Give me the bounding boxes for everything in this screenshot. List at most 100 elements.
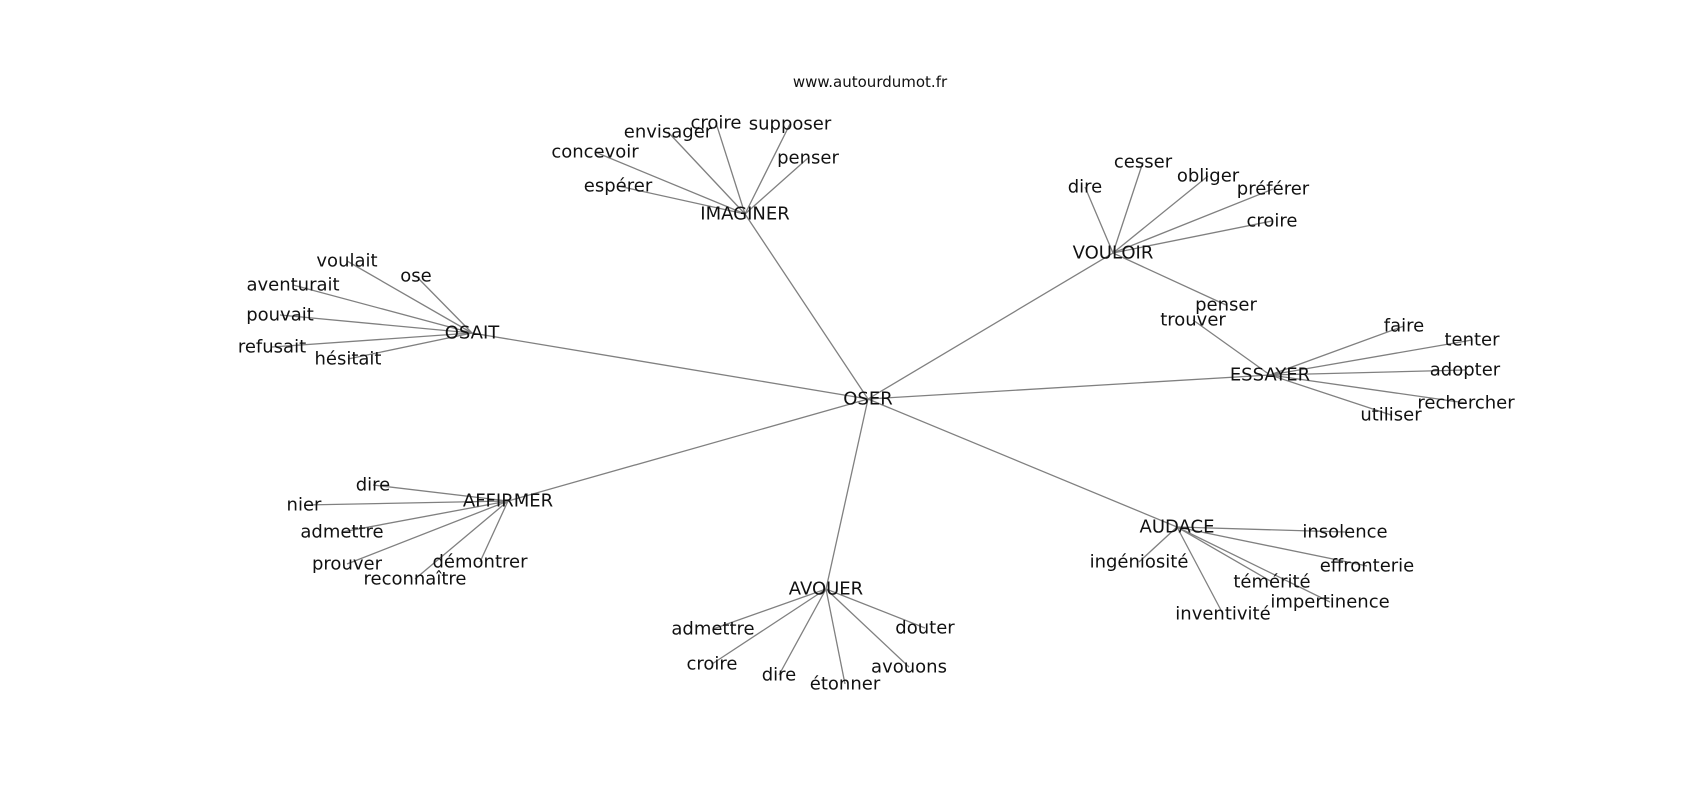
edge-osait-leaf <box>346 260 473 334</box>
leaf-word[interactable]: nier <box>287 495 322 516</box>
leaf-word[interactable]: supposer <box>749 114 832 135</box>
graph-edges <box>271 122 1473 685</box>
leaf-word[interactable]: témérité <box>1233 572 1310 593</box>
leaf-word[interactable]: démontrer <box>433 552 529 573</box>
edge-vouloir-leaf <box>1084 186 1114 254</box>
edge-imaginer-leaf <box>594 151 746 215</box>
edge-imaginer-leaf <box>715 122 746 215</box>
leaf-word[interactable]: ose <box>400 266 431 287</box>
leaf-word[interactable]: hésitait <box>314 349 381 370</box>
leaf-word[interactable]: rechercher <box>1417 393 1515 414</box>
edge-osait-leaf <box>347 332 473 360</box>
hub-word-audace[interactable]: AUDACE <box>1140 517 1215 538</box>
leaf-word[interactable]: utiliser <box>1360 405 1422 426</box>
edge-imaginer-leaf <box>744 123 791 215</box>
leaf-word[interactable]: dire <box>762 665 797 686</box>
leaf-word[interactable]: prouver <box>312 554 383 575</box>
edge-vouloir-leaf <box>1112 188 1274 254</box>
leaf-word[interactable]: croire <box>1247 211 1298 232</box>
edge-affirmer-leaf <box>341 500 509 533</box>
edge-osait-leaf <box>292 284 473 334</box>
edge-osait-leaf <box>415 275 473 334</box>
site-url[interactable]: www.autourdumot.fr <box>793 73 948 91</box>
leaf-word[interactable]: étonner <box>810 674 881 695</box>
edge-affirmer-leaf <box>414 500 509 580</box>
edge-audace-leaf <box>1176 526 1368 567</box>
edge-audace-leaf <box>1176 526 1273 583</box>
edge-essayer-leaf <box>1192 319 1271 376</box>
leaf-word[interactable]: dire <box>356 475 391 496</box>
leaf-word[interactable]: cesser <box>1114 152 1173 173</box>
edge-audace-leaf <box>1176 526 1331 603</box>
edge-vouloir-leaf <box>1112 161 1144 254</box>
leaf-word[interactable]: douter <box>895 618 955 639</box>
edge-center-essayer <box>867 374 1271 400</box>
edge-avouer-leaf <box>711 588 827 665</box>
edge-imaginer-leaf <box>617 185 746 215</box>
leaf-word[interactable]: concevoir <box>551 142 639 163</box>
leaf-word[interactable]: trouver <box>1160 310 1226 331</box>
leaf-word[interactable]: croire <box>691 113 742 134</box>
center-word[interactable]: OSER <box>843 389 892 410</box>
edge-vouloir-leaf <box>1112 252 1227 306</box>
edge-center-audace <box>867 398 1178 528</box>
edge-center-vouloir <box>867 252 1114 400</box>
edge-affirmer-leaf <box>479 500 509 563</box>
leaf-word[interactable]: effronterie <box>1320 556 1415 577</box>
edge-avouer-leaf <box>778 588 827 676</box>
leaf-word[interactable]: penser <box>1195 295 1257 316</box>
leaf-word[interactable]: admettre <box>300 522 383 543</box>
leaf-word[interactable]: insolence <box>1302 522 1387 543</box>
edge-avouer-leaf <box>712 588 827 630</box>
leaf-word[interactable]: voulait <box>316 251 377 272</box>
leaf-word[interactable]: aventurait <box>246 275 339 296</box>
leaf-word[interactable]: reconnaître <box>364 569 467 590</box>
edge-center-affirmer <box>507 398 869 502</box>
edge-essayer-leaf <box>1269 374 1392 416</box>
edge-audace-leaf <box>1138 526 1178 563</box>
edge-essayer-leaf <box>1269 374 1467 404</box>
leaf-word[interactable]: refusait <box>238 337 306 358</box>
leaf-word[interactable]: inventivité <box>1175 604 1270 625</box>
edge-essayer-leaf <box>1269 369 1466 376</box>
hub-word-vouloir[interactable]: VOULOIR <box>1073 243 1154 264</box>
edge-essayer-leaf <box>1269 339 1473 376</box>
leaf-word[interactable]: obliger <box>1177 166 1240 187</box>
edge-affirmer-leaf <box>346 500 509 565</box>
edge-vouloir-leaf <box>1112 175 1209 254</box>
hub-word-avouer[interactable]: AVOUER <box>789 579 863 600</box>
edge-avouer-leaf <box>825 588 910 668</box>
edge-audace-leaf <box>1176 526 1224 615</box>
hub-word-osait[interactable]: OSAIT <box>445 323 501 344</box>
edge-essayer-leaf <box>1269 325 1405 376</box>
leaf-word[interactable]: envisager <box>624 122 713 143</box>
leaf-word[interactable]: dire <box>1068 177 1103 198</box>
hub-word-essayer[interactable]: ESSAYER <box>1230 365 1310 386</box>
leaf-word[interactable]: tenter <box>1444 330 1500 351</box>
edge-imaginer-leaf <box>667 131 746 215</box>
leaf-word[interactable]: préférer <box>1237 179 1310 200</box>
edge-center-imaginer <box>744 213 869 400</box>
leaf-word[interactable]: admettre <box>671 619 754 640</box>
hub-word-imaginer[interactable]: IMAGINER <box>700 204 789 225</box>
leaf-word[interactable]: ingéniosité <box>1090 552 1189 573</box>
leaf-word[interactable]: impertinence <box>1270 592 1389 613</box>
edge-imaginer-leaf <box>744 157 809 215</box>
edge-avouer-leaf <box>825 588 926 629</box>
edge-center-osait <box>471 332 869 400</box>
leaf-word[interactable]: penser <box>777 148 839 169</box>
edge-vouloir-leaf <box>1112 220 1273 254</box>
leaf-word[interactable]: espérer <box>584 176 653 197</box>
edge-avouer-leaf <box>825 588 846 685</box>
leaf-word[interactable]: avouons <box>871 657 947 678</box>
edge-osait-leaf <box>271 332 473 348</box>
leaf-word[interactable]: croire <box>687 654 738 675</box>
hub-word-affirmer[interactable]: AFFIRMER <box>463 491 553 512</box>
edge-affirmer-leaf <box>303 500 509 506</box>
leaf-word[interactable]: adopter <box>1430 360 1501 381</box>
leaf-word[interactable]: pouvait <box>246 305 314 326</box>
edge-affirmer-leaf <box>372 484 509 502</box>
leaf-word[interactable]: faire <box>1384 316 1424 337</box>
